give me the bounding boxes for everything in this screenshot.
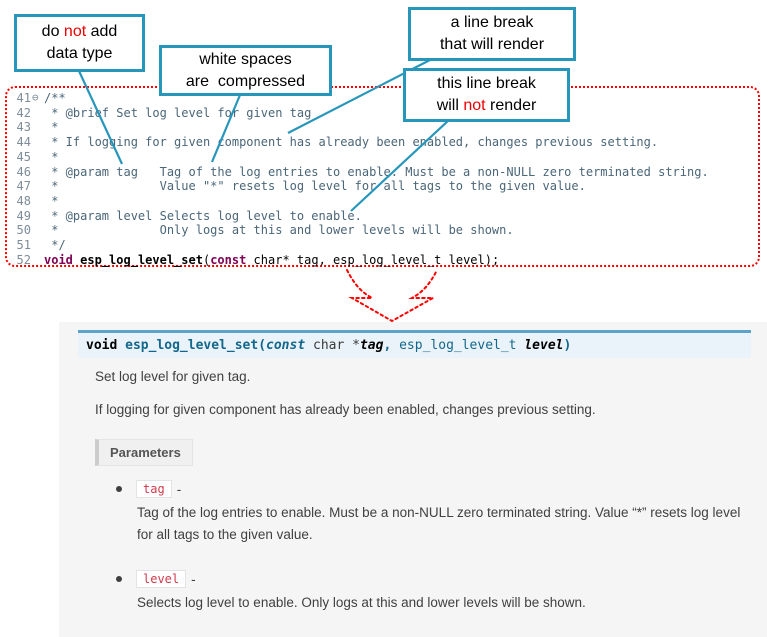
callout-text: render — [485, 97, 537, 114]
code-text: * If logging for given component has alr… — [44, 135, 659, 150]
code-text: * @param tag Tag of the log entries to e… — [44, 164, 709, 179]
not-emphasis: not — [463, 97, 486, 114]
line-number: 52 — [16, 252, 31, 267]
param-name-chip-tag: tag — [136, 480, 172, 498]
code-line: 42 * @brief Set log level for given tag — [11, 106, 758, 121]
description-text: If logging for given component has alrea… — [95, 402, 596, 417]
sig-open-paren: ( — [258, 338, 267, 353]
parameters-heading: Parameters — [95, 439, 193, 466]
bullet-icon — [116, 576, 122, 582]
sig-param-level: level — [524, 338, 564, 353]
code-line: 50 * Only logs at this and lower levels … — [11, 223, 758, 238]
code-text: /** — [44, 91, 66, 105]
fold-spacer — [31, 150, 44, 165]
param-dash: - — [191, 571, 196, 587]
function-signature: void esp_log_level_set(const char *tag, … — [78, 330, 751, 358]
line-number: 49 — [16, 208, 31, 223]
fold-spacer — [31, 194, 44, 209]
line-number: 47 — [16, 179, 31, 194]
fold-spacer — [31, 120, 44, 135]
line-number: 41 — [16, 91, 31, 105]
code-text: void esp_log_level_set(const char* tag, … — [44, 253, 499, 268]
code-line-declaration: 52 void esp_log_level_set(const char* ta… — [11, 253, 758, 268]
fold-spacer — [31, 209, 44, 224]
line-number: 45 — [16, 149, 31, 164]
sig-const-keyword: const — [266, 338, 306, 353]
not-emphasis: not — [63, 23, 87, 40]
bullet-icon — [116, 486, 122, 492]
code-text: * — [44, 120, 59, 135]
code-editor-block: 41 ⊖ /** 42 * @brief Set log level for g… — [5, 86, 760, 267]
code-line: 47 * Value "*" resets log level for all … — [11, 179, 758, 194]
callout-text: add — [86, 23, 118, 40]
callout-line: a line break — [450, 14, 534, 31]
param-name-chip-level: level — [136, 570, 187, 588]
callout-line: data type — [46, 45, 113, 62]
callout-line: that will render — [439, 36, 545, 53]
fold-minus-icon[interactable]: ⊖ — [32, 91, 39, 104]
param-desc-level: Selects log level to enable. Only logs a… — [137, 595, 586, 610]
code-text: * Value "*" resets log level for all tag… — [44, 179, 586, 194]
callout-text: do — [41, 23, 64, 40]
line-number: 43 — [16, 120, 31, 135]
callout-text: will — [436, 97, 464, 114]
code-text: */ — [44, 238, 66, 253]
code-text: * @brief Set log level for given tag — [44, 105, 312, 120]
code-line: 41 ⊖ /** — [11, 91, 758, 106]
fold-spacer — [31, 165, 44, 180]
rendered-docs-panel: void esp_log_level_set(const char *tag, … — [59, 322, 767, 637]
callout-break-not-render: this line break will not render — [403, 68, 570, 122]
line-number: 48 — [16, 193, 31, 208]
fold-spacer — [31, 106, 44, 121]
line-number: 50 — [16, 223, 31, 238]
fold-spacer — [31, 135, 44, 150]
callout-break-renders: a line break that will render — [408, 7, 576, 61]
sig-char-type: char * — [305, 338, 360, 353]
brief-text: Set log level for given tag. — [95, 369, 251, 384]
line-number: 44 — [16, 135, 31, 150]
sig-param-tag: tag — [359, 338, 384, 353]
fold-spacer — [31, 238, 44, 253]
callout-line: are compressed — [185, 72, 306, 90]
callout-no-datatype: do not add data type — [14, 14, 145, 72]
code-text: * — [44, 149, 59, 164]
callout-line: white spaces — [199, 50, 292, 68]
fold-spacer — [31, 223, 44, 238]
sig-close-paren: ) — [563, 338, 572, 353]
param-row-level: level - — [116, 569, 196, 589]
fold-spacer — [31, 179, 44, 194]
callout-line: do not add — [42, 21, 118, 43]
code-line: 43 * — [11, 120, 758, 135]
code-text: * — [44, 193, 59, 208]
callout-line: this line break — [437, 75, 536, 92]
callout-whitespace: white spaces are compressed — [159, 45, 332, 96]
param-row-tag: tag - — [116, 479, 181, 499]
sig-level-type: esp_log_level_t — [399, 338, 525, 353]
const-keyword: const — [210, 252, 247, 267]
code-line: 46 * @param tag Tag of the log entries t… — [11, 165, 758, 180]
line-number: 51 — [16, 238, 31, 253]
line-number: 46 — [16, 164, 31, 179]
code-line: 51 */ — [11, 238, 758, 253]
function-name: esp_log_level_set — [80, 252, 203, 267]
code-line: 45 * — [11, 150, 758, 165]
code-line: 48 * — [11, 194, 758, 209]
callout-line: will not render — [437, 95, 537, 117]
declaration-rest: char* tag, esp_log_level_t level); — [246, 252, 500, 267]
code-text: * @param level Selects log level to enab… — [44, 208, 362, 223]
sig-function-name: esp_log_level_set — [125, 338, 259, 353]
sig-return-type: void — [86, 338, 126, 353]
sig-comma: , — [383, 338, 400, 353]
param-dash: - — [176, 481, 182, 497]
flow-arrow-icon — [346, 269, 438, 323]
code-line: 44 * If logging for given component has … — [11, 135, 758, 150]
line-number: 42 — [16, 105, 31, 120]
fold-spacer — [31, 253, 44, 268]
code-line: 49 * @param level Selects log level to e… — [11, 209, 758, 224]
void-keyword: void — [44, 252, 73, 267]
open-paren: ( — [202, 252, 211, 267]
code-text: * Only logs at this and lower levels wil… — [44, 223, 514, 238]
param-desc-tag: Tag of the log entries to enable. Must b… — [137, 505, 741, 542]
